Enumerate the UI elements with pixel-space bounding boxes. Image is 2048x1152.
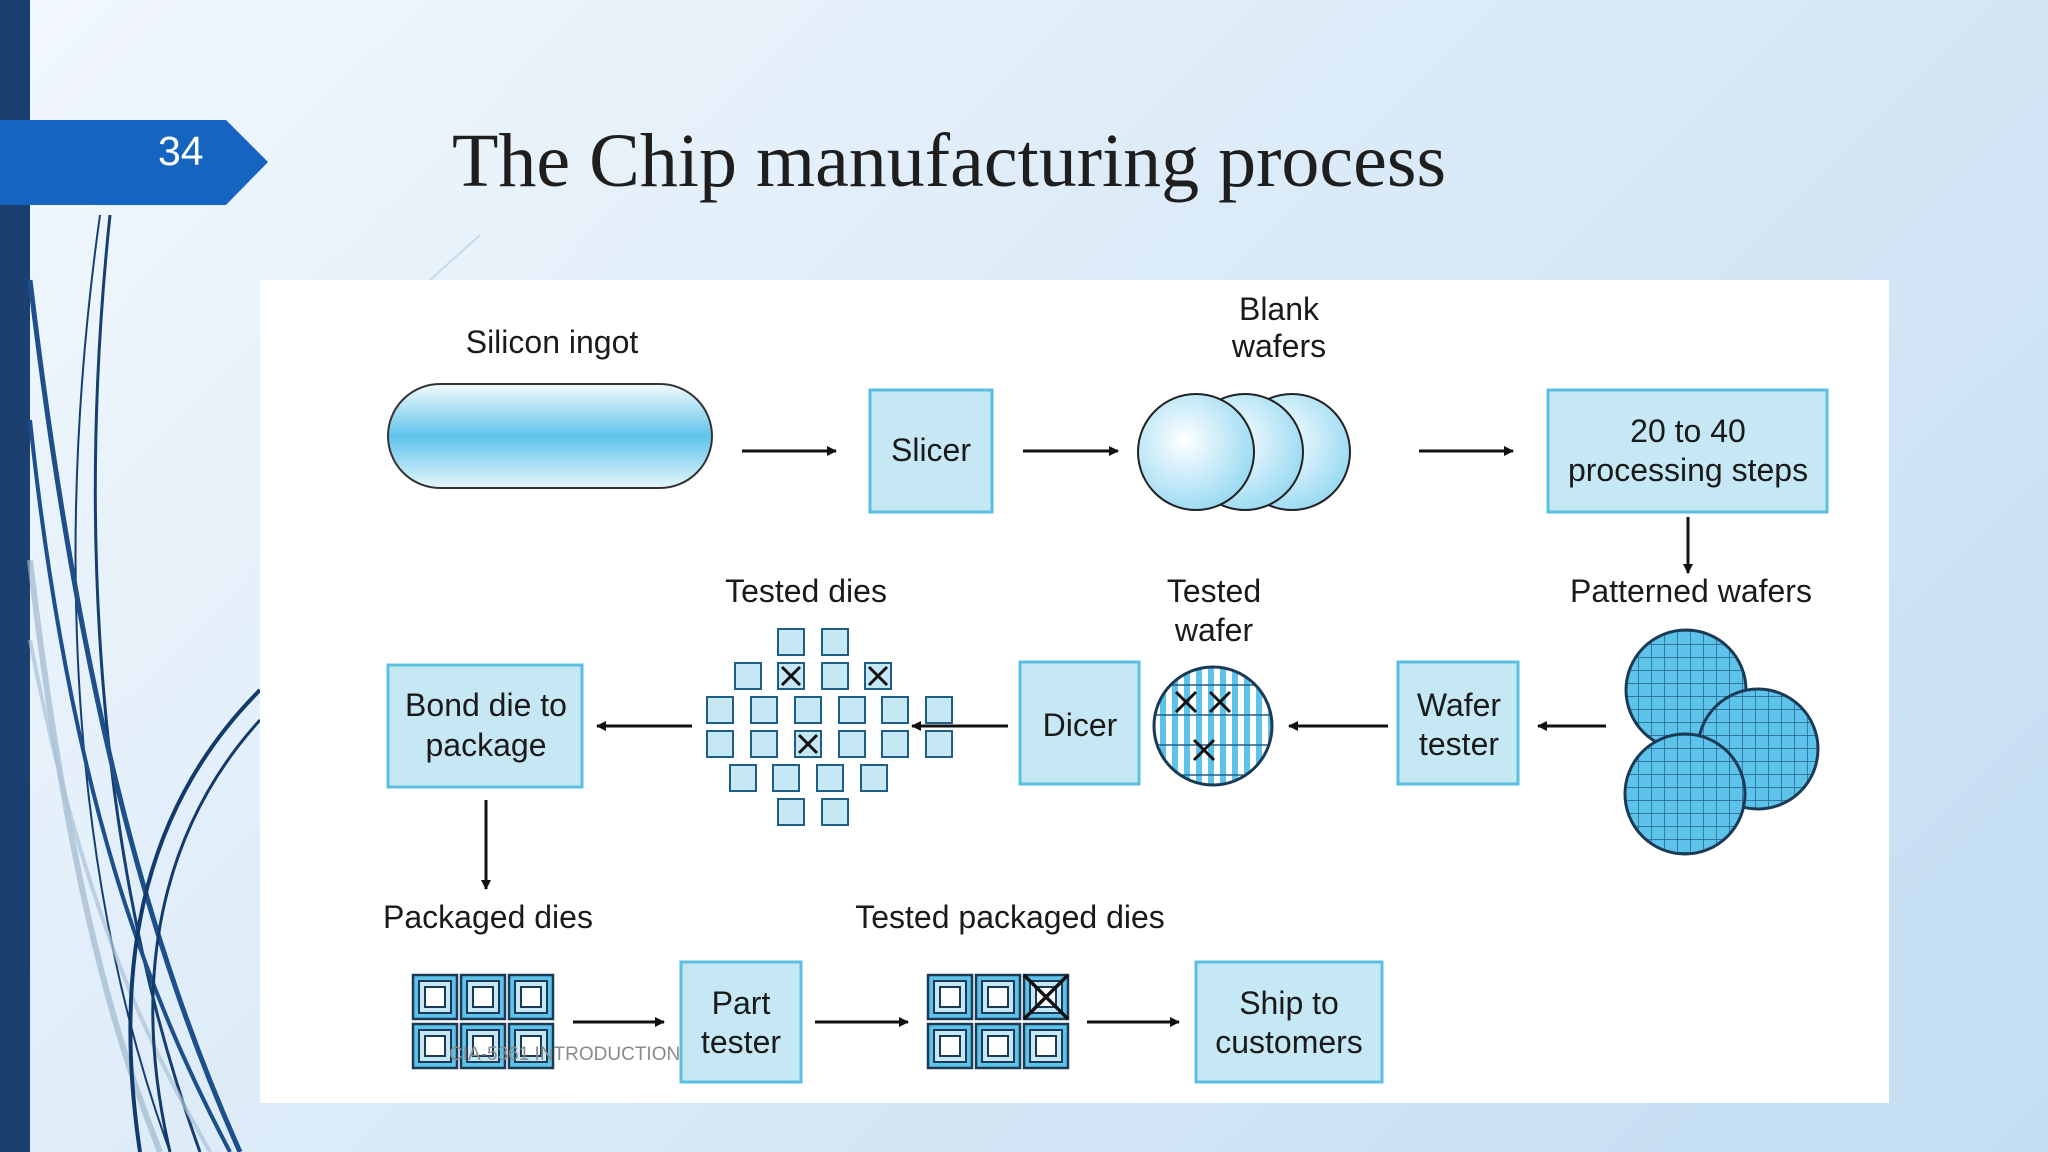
tested-wafer-label-line1: Tested [1167,573,1261,609]
wafer-tester-label-line2: tester [1419,726,1499,762]
defect-mark [1022,973,1070,1021]
package-die [939,1035,961,1057]
package-die [424,986,446,1008]
package-die [939,986,961,1008]
die-square [881,696,909,724]
slide-number: 34 [158,128,204,174]
package-die [472,1035,494,1057]
die-square [729,764,757,792]
blank-wafers-icon [1137,393,1351,511]
die-square [821,662,849,690]
die-square [821,628,849,656]
blank-wafers-label-line1: Blank [1239,291,1320,327]
die-square [750,730,778,758]
die-square [706,696,734,724]
patterned-wafers-label: Patterned wafers [1570,573,1812,609]
bond-die-box [386,663,584,789]
footer-text: CIA-5361 INTRODUCTION [449,1044,681,1065]
packaged-dies-icon [411,973,555,1070]
die-square [925,730,953,758]
defect-mark [780,665,802,687]
die-square [777,798,805,826]
tested-wafer-label-line2: wafer [1174,612,1254,648]
slide-title: The Chip manufacturing process [452,119,1447,203]
tested-packaged-dies-label: Tested packaged dies [855,899,1165,935]
die-square [821,798,849,826]
die-square [860,764,888,792]
slicer-box [868,388,994,514]
die-square [777,628,805,656]
die-square [794,696,822,724]
die-square [881,730,909,758]
processing-steps-box [1546,388,1829,514]
part-tester-label-line1: Part [712,985,771,1021]
wafer-tester-label-line1: Wafer [1417,687,1502,723]
slicer-label: Slicer [891,432,971,468]
package-die [1035,1035,1057,1057]
silicon-ingot-shape [387,383,713,489]
dicer-label: Dicer [1043,707,1118,743]
tested-packaged-dies-icon [926,973,1070,1070]
blank-wafers-label-line2: wafers [1231,328,1326,364]
silicon-ingot-label: Silicon ingot [466,324,639,360]
processing-steps-label-line1: 20 to 40 [1630,413,1746,449]
die-square [734,662,762,690]
slide-number-tab [0,120,268,205]
dicer-box [1018,660,1141,786]
ship-label-line1: Ship to [1239,985,1339,1021]
die-square [750,696,778,724]
defect-mark [867,665,889,687]
tested-dies-icon [706,628,953,826]
packaged-dies-label: Packaged dies [383,899,593,935]
wafer-tester-box [1396,660,1520,786]
ship-label-line2: customers [1215,1024,1363,1060]
package-die [520,1035,542,1057]
patterned-wafers-icon [1623,628,1820,856]
part-tester-label-line2: tester [701,1024,781,1060]
die-square [838,730,866,758]
processing-steps-label-line2: processing steps [1568,452,1808,488]
chip-process-diagram: Silicon ingot Slicer Blank wafers 20 to … [383,291,1829,1084]
package-die [987,1035,1009,1057]
die-square [838,696,866,724]
die-square [925,696,953,724]
ship-box [1194,960,1384,1084]
defect-mark [797,733,819,755]
tested-dies-label: Tested dies [725,573,887,609]
diagram-panel: Silicon ingot Slicer Blank wafers 20 to … [260,280,1889,1103]
tested-wafer-icon [1152,665,1274,787]
die-square [772,764,800,792]
die-square [706,730,734,758]
part-tester-box [679,960,803,1084]
bond-die-label-line2: package [426,727,547,763]
package-die [520,986,542,1008]
package-die [987,986,1009,1008]
die-square [816,764,844,792]
package-die [424,1035,446,1057]
bond-die-label-line1: Bond die to [405,687,567,723]
package-die [472,986,494,1008]
